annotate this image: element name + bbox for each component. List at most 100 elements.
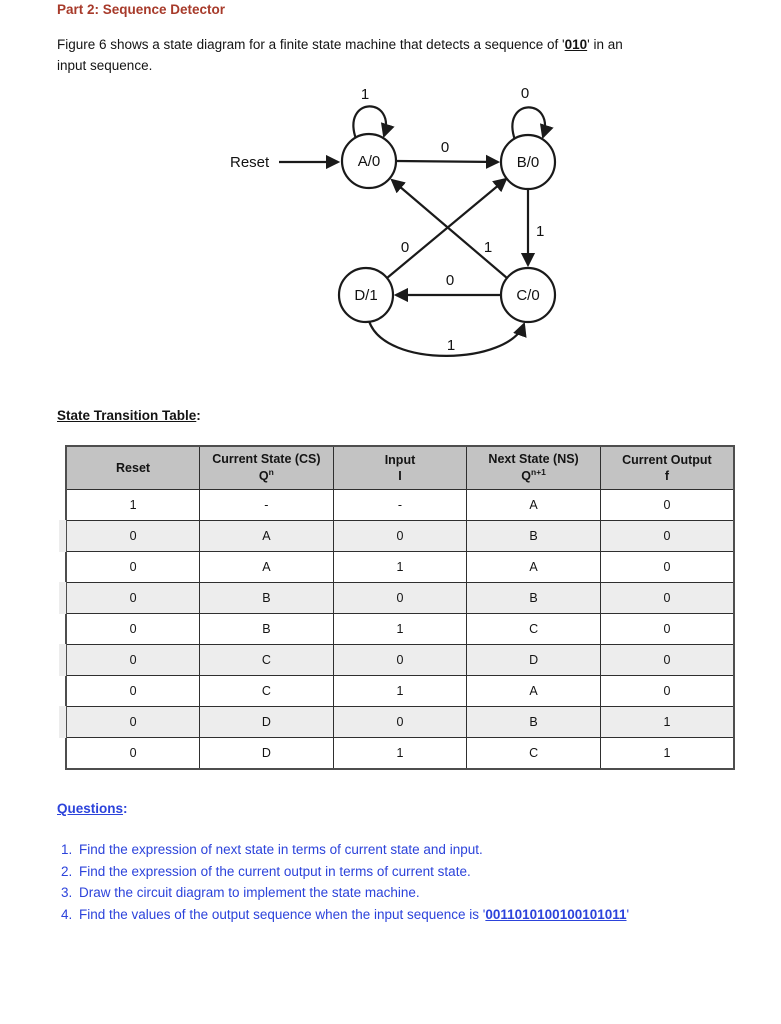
state-label-d: D/1 xyxy=(354,287,377,304)
question-number: 4. xyxy=(61,906,73,922)
questions-list: 1. Find the expression of next state in … xyxy=(61,839,751,925)
table-cell: 0 xyxy=(599,675,735,707)
table-cell: C xyxy=(466,613,601,645)
label-c-to-d: 0 xyxy=(446,272,454,289)
questions-heading: Questions: xyxy=(57,801,128,816)
label-b-to-c: 1 xyxy=(536,223,544,240)
question-text: Find the expression of next state in ter… xyxy=(79,842,483,857)
intro-text: Figure 6 shows a state diagram for a fin… xyxy=(57,37,565,52)
question-4-text: Find the values of the output sequence w… xyxy=(79,906,486,922)
intro-line-2: input sequence. xyxy=(57,58,153,73)
table-cell: B xyxy=(466,582,601,614)
arrow-a-to-b xyxy=(396,154,501,170)
table-cell: 0 xyxy=(65,613,201,645)
table-cell: 0 xyxy=(332,706,468,738)
question-item-1: 1. Find the expression of next state in … xyxy=(61,839,751,861)
table-cell: 0 xyxy=(599,489,735,521)
table-cell: A xyxy=(466,551,601,583)
table-cell: 0 xyxy=(332,520,468,552)
question-text: Draw the circuit diagram to implement th… xyxy=(79,885,420,900)
table-cell: 1 xyxy=(599,706,735,738)
question-number: 1. xyxy=(61,842,73,857)
table-cell: 0 xyxy=(599,582,735,614)
label-d-to-b: 0 xyxy=(401,239,409,256)
label-d-to-c: 1 xyxy=(447,337,455,354)
questions-heading-text: Questions xyxy=(57,801,124,816)
arrow-d-to-b xyxy=(386,177,508,279)
question-number: 3. xyxy=(61,885,73,900)
table-cell: - xyxy=(332,489,468,521)
self-loop-b-label: 0 xyxy=(521,85,529,102)
table-cell: B xyxy=(199,613,334,645)
table-heading-colon: : xyxy=(196,408,201,423)
arrow-d-to-c xyxy=(367,320,527,357)
intro-paragraph: Figure 6 shows a state diagram for a fin… xyxy=(57,34,737,76)
header-current-state: Current State (CS)Qn xyxy=(199,445,334,490)
table-cell: 1 xyxy=(65,489,201,521)
table-cell: C xyxy=(199,644,334,676)
table-cell: A xyxy=(466,489,601,521)
table-cell: A xyxy=(466,675,601,707)
intro-line-1: Figure 6 shows a state diagram for a fin… xyxy=(57,34,737,55)
table-cell: B xyxy=(466,706,601,738)
questions-heading-colon: : xyxy=(123,801,128,816)
self-loop-b-arrow xyxy=(511,106,554,141)
sequence-010: 010 xyxy=(564,37,588,52)
table-cell: 0 xyxy=(59,520,201,553)
table-cell: 1 xyxy=(332,737,468,770)
table-cell: 0 xyxy=(65,551,201,583)
table-cell: C xyxy=(199,675,334,707)
page-title: Part 2: Sequence Detector xyxy=(57,2,226,17)
table-cell: 0 xyxy=(332,644,468,676)
question-item-4: 4. Find the values of the output sequenc… xyxy=(61,904,751,926)
table-cell: 0 xyxy=(599,613,735,645)
table-cell: 0 xyxy=(59,582,201,615)
intro-text: ' in an xyxy=(587,37,623,52)
state-label-a: A/0 xyxy=(358,153,381,170)
table-cell: 0 xyxy=(65,675,201,707)
table-cell: - xyxy=(199,489,334,521)
state-circle-a xyxy=(340,132,398,190)
state-diagram: Reset 1 0 0 1 1 0 0 1 A/0 B/0 C/0 D/1 xyxy=(230,85,557,357)
question-number: 2. xyxy=(61,863,73,879)
question-item-2: 2. Find the expression of the current ou… xyxy=(61,861,751,883)
table-cell: 1 xyxy=(332,613,468,645)
table-cell: 0 xyxy=(332,582,468,614)
state-circle-c xyxy=(499,266,557,324)
table-cell: B xyxy=(466,520,601,552)
table-cell: B xyxy=(199,582,334,614)
header-reset: Reset xyxy=(65,445,201,490)
table-cell: 0 xyxy=(59,644,201,677)
question-4-closing-quote: ' xyxy=(626,906,630,922)
table-cell: 1 xyxy=(599,737,735,770)
table-cell: D xyxy=(466,644,601,676)
table-cell: D xyxy=(199,737,334,770)
input-sequence-value: 0011010100100101011 xyxy=(485,906,627,922)
table-cell: 0 xyxy=(599,520,735,552)
table-cell: 0 xyxy=(59,706,201,739)
table-cell: 0 xyxy=(599,551,735,583)
question-text: Find the values of the output sequence w… xyxy=(79,904,751,926)
state-label-b: B/0 xyxy=(517,154,540,171)
table-heading-text: State Transition Table xyxy=(57,408,197,423)
table-cell: 1 xyxy=(332,675,468,707)
question-item-3: 3. Draw the circuit diagram to implement… xyxy=(61,882,751,904)
header-next-state: Next State (NS)Qn+1 xyxy=(466,445,601,490)
table-cell: 1 xyxy=(332,551,468,583)
reset-label: Reset xyxy=(230,154,270,171)
label-a-to-b: 0 xyxy=(441,139,449,156)
table-cell: C xyxy=(466,737,601,770)
table-cell: A xyxy=(199,551,334,583)
